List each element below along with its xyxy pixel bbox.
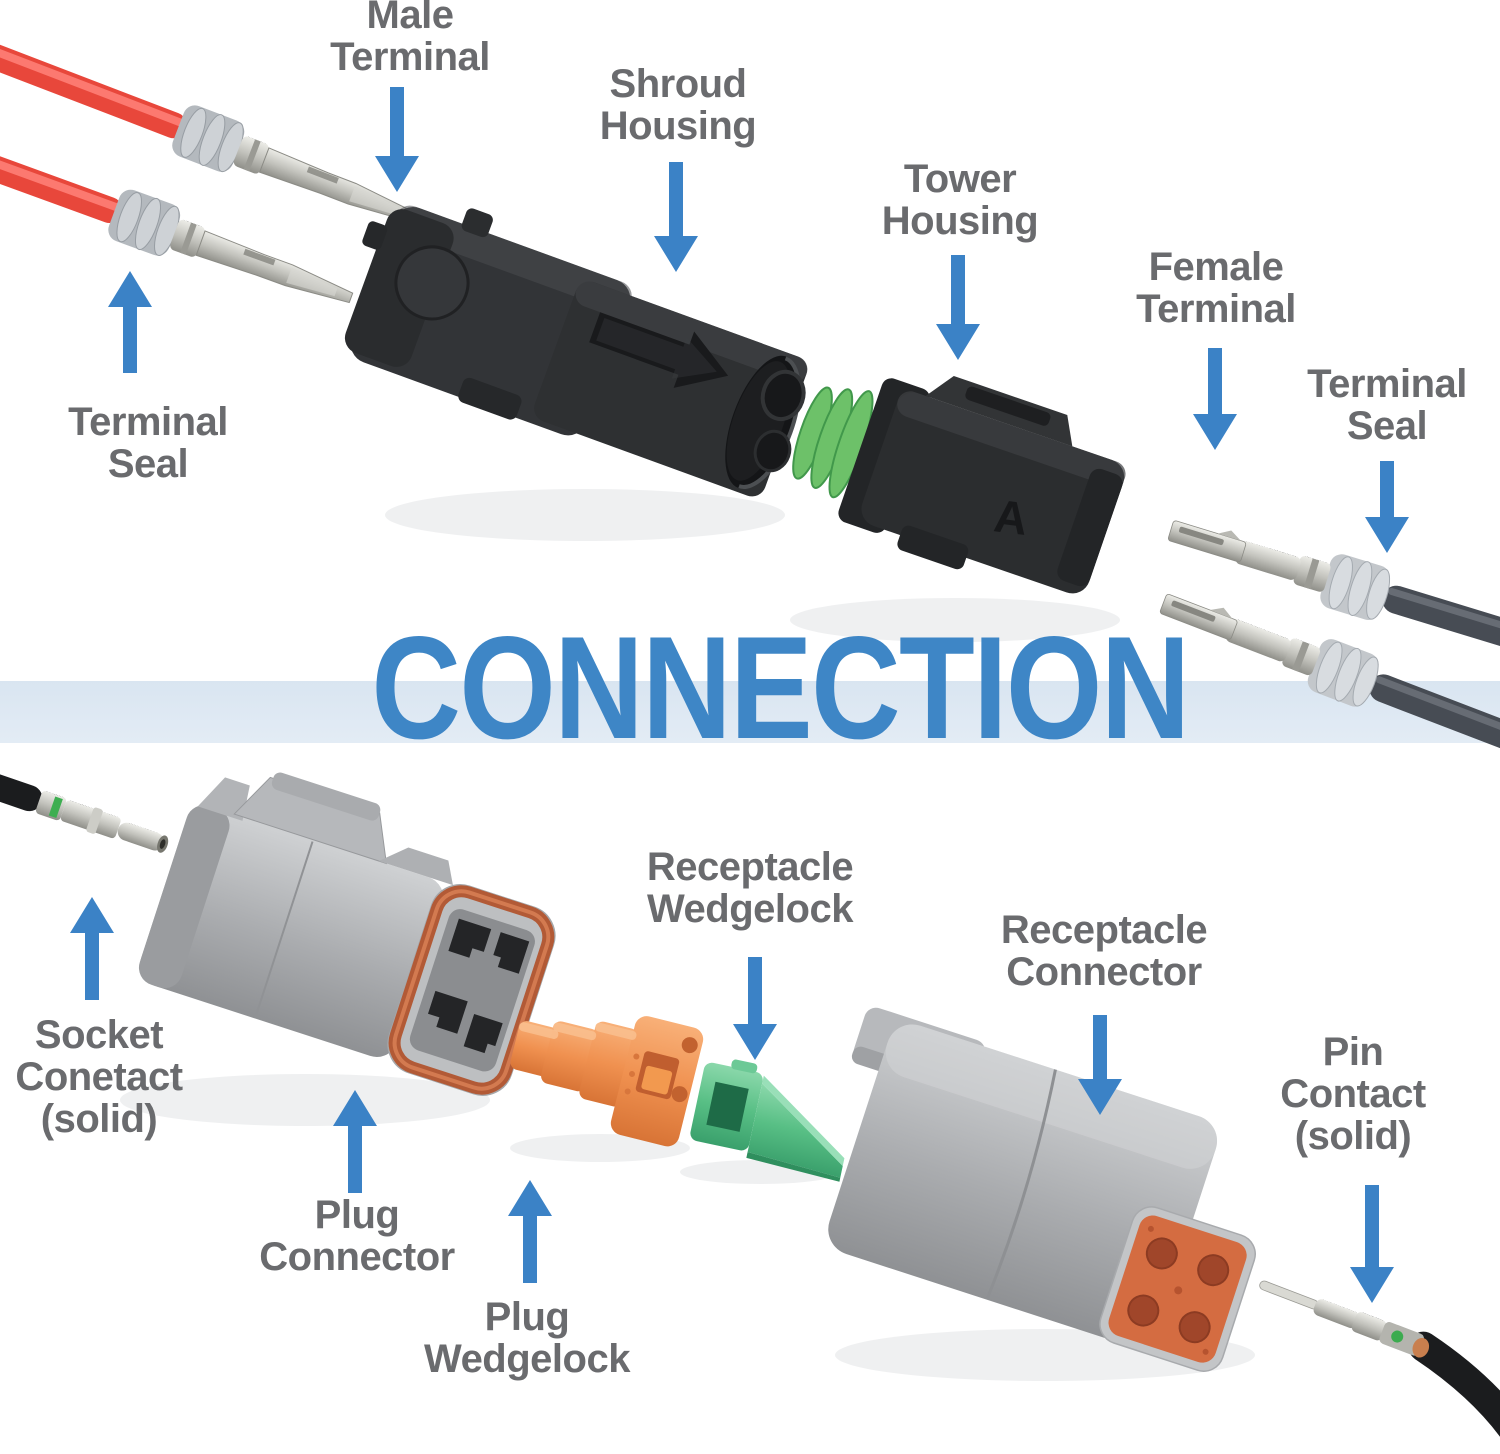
receptacle-connector-image bbox=[828, 1007, 1256, 1372]
male-terminal-arrow bbox=[375, 87, 419, 192]
label-terminal-seal-left: Terminal Seal bbox=[68, 400, 228, 486]
plug-connector-arrow bbox=[333, 1090, 377, 1193]
receptacle-wedgelock-image bbox=[690, 1059, 845, 1182]
banner-band bbox=[0, 681, 1500, 743]
label-plug-wedgelock: Plug Wedgelock bbox=[424, 1295, 630, 1381]
socket-contact-image bbox=[0, 753, 169, 853]
pin-contact-arrow bbox=[1350, 1185, 1394, 1303]
label-female-terminal: Female Terminal bbox=[1136, 245, 1296, 331]
label-receptacle-wedgelock: Receptacle Wedgelock bbox=[646, 845, 854, 931]
tower-housing-arrow bbox=[936, 255, 980, 360]
receptacle-wedgelock-arrow bbox=[733, 957, 777, 1060]
terminal-seal-left-arrow bbox=[108, 271, 152, 373]
shroud-housing-arrow bbox=[654, 162, 698, 272]
ground-shadows bbox=[120, 489, 1255, 1381]
shroud-housing-image bbox=[344, 205, 808, 497]
label-shroud-housing: Shroud Housing bbox=[599, 62, 757, 148]
label-plug-connector: Plug Connector bbox=[259, 1193, 455, 1279]
plug-connector-image bbox=[138, 772, 556, 1096]
female-terminal-arrow bbox=[1193, 348, 1237, 450]
label-socket-contact: Socket Conetact (solid) bbox=[15, 1013, 183, 1141]
terminal-seal-right-arrow bbox=[1365, 461, 1409, 553]
plug-wedgelock-arrow bbox=[508, 1180, 552, 1283]
tower-housing-image: A bbox=[753, 369, 1126, 594]
plug-wedgelock-image bbox=[510, 1016, 704, 1147]
tower-housing-marking: A bbox=[991, 489, 1030, 545]
label-receptacle-connector: Receptacle Connector bbox=[1000, 908, 1208, 994]
receptacle-connector-arrow bbox=[1078, 1015, 1122, 1115]
socket-contact-arrow bbox=[70, 897, 114, 1000]
banner-title: CONNECTION bbox=[371, 606, 1190, 769]
pin-contact-image bbox=[1259, 1280, 1500, 1454]
label-pin-contact: Pin Contact (solid) bbox=[1280, 1030, 1426, 1158]
label-terminal-seal-right: Terminal Seal bbox=[1307, 362, 1467, 448]
label-male-terminal: Male Terminal bbox=[330, 0, 490, 79]
label-tower-housing: Tower Housing bbox=[881, 157, 1039, 243]
